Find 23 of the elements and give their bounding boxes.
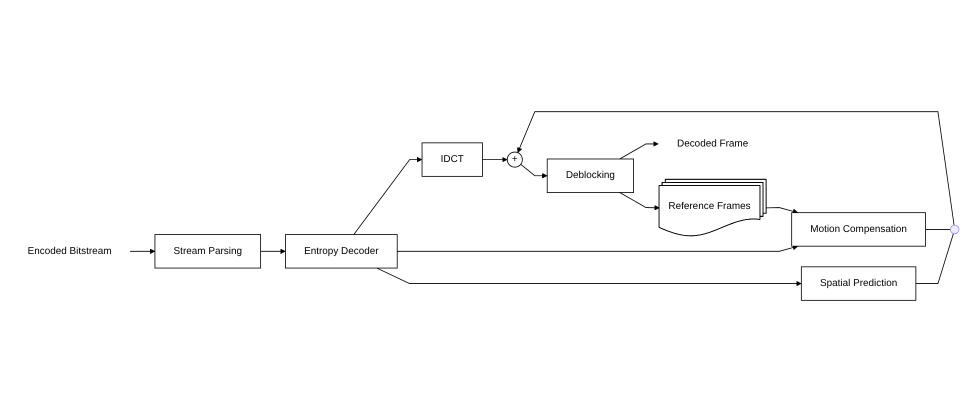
arrow [766,207,798,214]
arrow [353,156,422,235]
node-box: IDCT [422,142,483,177]
node-switch [950,224,960,234]
node-box: Spatial Prediction [800,266,916,301]
node-box: Stream Parsing [154,234,262,268]
connector [915,233,954,284]
arrow [260,248,286,254]
arrow [520,164,548,178]
arrow [619,192,660,210]
connector [925,229,951,230]
arrow [619,141,659,160]
node-box: Motion Compensation [791,212,926,247]
arrow [517,111,954,226]
node-text: Decoded Frame [677,138,748,149]
node-box: Deblocking [546,158,634,193]
node-box: Entropy Decoder [285,234,398,268]
arrow [396,244,798,252]
arrow [130,248,156,254]
arrow [376,268,802,286]
arrow [482,156,508,162]
node-text: Encoded Bitstream [28,246,112,256]
node-circle: + [506,152,523,168]
